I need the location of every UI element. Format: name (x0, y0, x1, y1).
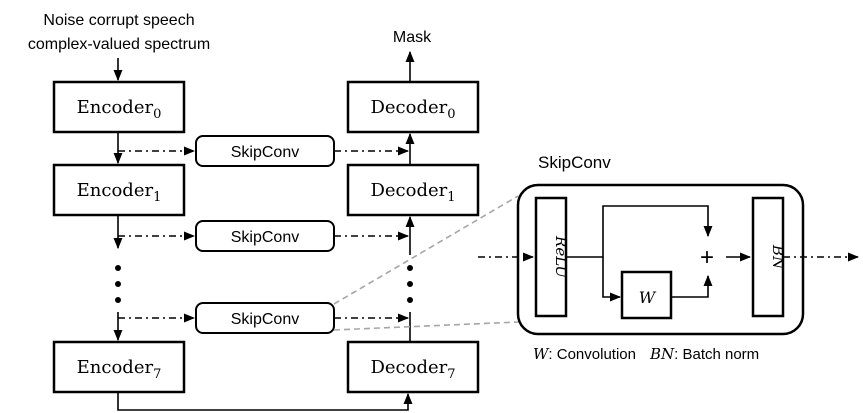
skipconv-block-0: SkipConv (195, 135, 335, 167)
decoder-ellipsis-dots (407, 265, 413, 303)
encoder-7-block: Encoder7 (52, 340, 186, 394)
callout-line-bottom (333, 321, 519, 331)
conv-label: W (639, 288, 657, 307)
encoder-1-word: Encoder (77, 180, 154, 201)
relu-label: ReLU (552, 235, 570, 279)
callout-line-top (333, 195, 519, 305)
legend-bn-text: : Batch norm (674, 346, 759, 363)
encoder-ellipsis-dots (115, 265, 121, 303)
conv-branch-out (671, 274, 713, 298)
skipconv-label-1: SkipConv (231, 229, 299, 246)
svg-text:Decoder7: Decoder7 (370, 357, 455, 382)
legend-w-text: : Convolution (548, 346, 636, 363)
bn-block: BN (751, 196, 787, 318)
skipconv-block-2: SkipConv (195, 302, 335, 334)
skipconv-detail-frame (516, 183, 805, 336)
decoder-1-subscript: 1 (447, 190, 455, 205)
encoder-0-word: Encoder (77, 97, 154, 118)
skipconv-block-1: SkipConv (195, 220, 335, 252)
svg-text:Decoder1: Decoder1 (370, 180, 455, 205)
decoder-7-block: Decoder7 (346, 340, 480, 394)
identity-branch (566, 205, 713, 258)
decoder-0-word: Decoder (370, 97, 447, 118)
svg-text:Encoder1: Encoder1 (77, 180, 162, 205)
decoder-7-subscript: 7 (447, 367, 455, 382)
decoder-1-word: Decoder (370, 180, 447, 201)
encoder-7-word: Encoder (77, 357, 154, 378)
skipconv-label-0: SkipConv (231, 144, 299, 161)
decoder-1-block: Decoder1 (346, 163, 480, 217)
encoder-7-subscript: 7 (153, 367, 161, 382)
input-label-line2: complex-valued spectrum (28, 36, 210, 53)
skipconv-detail-title: SkipConv (538, 153, 611, 172)
legend-bn-symbol: BN (649, 345, 675, 363)
encoder-0-subscript: 0 (153, 107, 161, 122)
svg-text:Encoder7: Encoder7 (77, 357, 162, 382)
encoder-1-subscript: 1 (153, 190, 161, 205)
bn-label: BN (769, 244, 787, 270)
relu-block: ReLU (534, 196, 570, 318)
legend: W: Convolution BN: Batch norm (533, 345, 759, 363)
svg-text:Encoder0: Encoder0 (77, 97, 162, 122)
encoder-0-block: Encoder0 (52, 80, 186, 134)
svg-text:Decoder0: Decoder0 (370, 97, 455, 122)
bottom-bridge-arrow (117, 392, 413, 411)
decoder-0-subscript: 0 (447, 107, 455, 122)
conv-block: W (620, 270, 673, 320)
encoder-1-block: Encoder1 (52, 163, 186, 217)
output-label: Mask (393, 29, 432, 46)
sum-symbol: + (700, 244, 714, 271)
decoder-7-word: Decoder (370, 357, 447, 378)
skipconv-label-2: SkipConv (231, 311, 299, 328)
conv-branch-in (602, 257, 622, 302)
input-label-line1: Noise corrupt speech (43, 12, 194, 29)
decoder-0-block: Decoder0 (346, 80, 480, 134)
legend-w-symbol: W (533, 345, 550, 363)
